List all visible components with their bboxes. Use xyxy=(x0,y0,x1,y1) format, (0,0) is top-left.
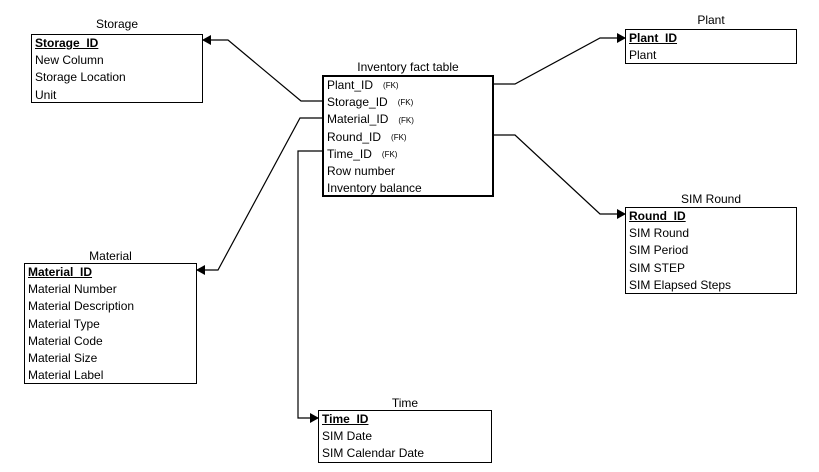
entity-box: Time_ID SIM Date SIM Calendar Date xyxy=(318,410,492,463)
entity-title: Inventory fact table xyxy=(357,60,459,74)
fk-badge: (FK) xyxy=(383,81,399,91)
entity-title: Storage xyxy=(95,17,139,31)
field-label: Time_ID xyxy=(327,146,372,161)
entity-field: SIM Period xyxy=(629,243,689,258)
entity-field: SIM Date xyxy=(322,429,373,444)
entity-field: Material Number xyxy=(28,282,117,297)
primary-key-field: Plant_ID xyxy=(629,31,678,45)
field-label: Round_ID xyxy=(327,129,382,144)
entity-box: Plant_ID Plant xyxy=(625,29,797,64)
entity-field: SIM Calendar Date xyxy=(322,446,425,461)
entity-sim-round: SIM Round Round_ID SIM Round SIM Period … xyxy=(625,193,797,294)
connector-inventory-storage xyxy=(202,35,322,102)
entity-inventory-fact-table: Inventory fact table Plant_ID (FK) Storag… xyxy=(322,61,494,197)
entity-field: Plant xyxy=(629,48,657,63)
connector-inventory-time xyxy=(297,150,322,423)
foreign-key-field: Storage_ID (FK) xyxy=(327,94,492,111)
primary-key-field: Storage_ID xyxy=(35,36,99,50)
entity-field: Material Description xyxy=(28,299,135,314)
entity-field: Material Size xyxy=(28,350,98,365)
entity-field: SIM Elapsed Steps xyxy=(629,277,732,292)
fk-badge: (FK) xyxy=(391,132,407,142)
entity-field: Material Label xyxy=(28,368,104,383)
entity-box: Plant_ID(FK) Storage_ID(FK) Material_ID(… xyxy=(322,75,494,197)
entity-storage: Storage Storage_ID New Column Storage Lo… xyxy=(31,18,203,103)
entity-box: Storage_ID New Column Storage Location U… xyxy=(31,34,203,103)
entity-title: Plant xyxy=(697,13,725,27)
entity-field: New Column xyxy=(35,53,104,68)
field-label: Storage_ID xyxy=(327,95,388,110)
entity-field: SIM Round xyxy=(629,226,690,241)
foreign-key-field: Material_ID (FK) xyxy=(327,111,492,128)
connector-inventory-plant xyxy=(494,33,626,85)
entity-field: SIM STEP xyxy=(629,260,686,275)
entity-box: Material_ID Material Number Material Des… xyxy=(24,263,197,384)
entity-title: Material xyxy=(89,249,132,263)
field-label: Material_ID xyxy=(327,112,389,127)
entity-field: Unit xyxy=(35,87,57,102)
entity-title: Time xyxy=(391,396,419,410)
entity-field: Row number xyxy=(327,163,396,178)
fk-badge: (FK) xyxy=(397,98,414,108)
entity-box: Round_ID SIM Round SIM Period SIM STEP S… xyxy=(625,207,797,294)
foreign-key-field: Time_ID (FK) xyxy=(327,146,492,163)
entity-material: Material Material_ID Material Number Mat… xyxy=(24,250,197,384)
entity-title: SIM Round xyxy=(680,192,742,206)
foreign-key-field: Plant_ID (FK) xyxy=(327,77,492,94)
entity-field: Material Type xyxy=(28,316,100,331)
entity-field: Material Code xyxy=(28,333,103,348)
connector-inventory-sim-round xyxy=(494,134,626,219)
fk-badge: (FK) xyxy=(381,149,398,159)
entity-time: Time Time_ID SIM Date SIM Calendar Date xyxy=(318,397,492,463)
entity-field: Inventory balance xyxy=(327,181,422,196)
foreign-key-field: Round_ID (FK) xyxy=(327,129,492,146)
field-label: Plant_ID xyxy=(327,78,374,92)
entity-plant: Plant Plant_ID Plant xyxy=(625,14,797,64)
entity-field: Storage Location xyxy=(35,70,126,85)
fk-badge: (FK) xyxy=(398,115,414,125)
primary-key-field: Material_ID xyxy=(28,265,93,279)
connector-inventory-material xyxy=(196,117,322,275)
primary-key-field: Time_ID xyxy=(322,412,369,426)
primary-key-field: Round_ID xyxy=(629,209,686,223)
